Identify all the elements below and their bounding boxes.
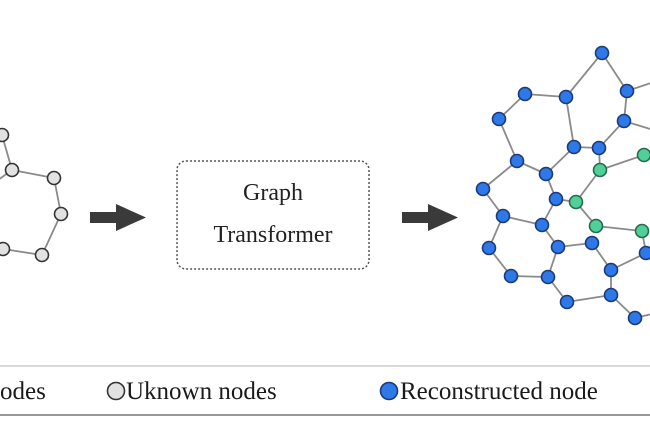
unknown-node [4, 162, 20, 178]
reconstructed-node [534, 217, 550, 233]
graph-edge [565, 96, 575, 148]
graph-edge [482, 160, 518, 190]
reconstructed-node [550, 239, 566, 255]
unknown-node [0, 241, 11, 257]
known-node [588, 218, 604, 234]
legend-item-unknown-label: Uknown nodes [126, 378, 277, 405]
reconstructed-node [594, 45, 610, 61]
reconstructed-node [619, 83, 635, 99]
known-node [634, 223, 650, 239]
reconstructed-node [559, 294, 575, 310]
arrow-to-output [402, 204, 458, 231]
graph-edge [595, 225, 643, 232]
reconstructed-node [517, 86, 533, 102]
reconstructed-node [509, 153, 525, 169]
unknown-node [34, 247, 50, 263]
box-label-line1: Graph [243, 180, 303, 206]
reconstructed-node [566, 139, 582, 155]
input-graph [0, 127, 69, 263]
reconstructed-node [491, 111, 507, 127]
graph-edge [566, 294, 612, 303]
reconstructed-node [558, 89, 574, 105]
reconstructed-node [638, 245, 650, 261]
graph-transformer-box: Graph Transformer [176, 160, 370, 270]
graph-edge [498, 118, 518, 162]
reconstructed-node [481, 240, 497, 256]
known-node [568, 194, 584, 210]
unknown-node [0, 127, 10, 143]
unknown-node-legend-icon [106, 381, 126, 401]
box-label-line2: Transformer [213, 222, 332, 248]
legend: odes Uknown nodes Reconstructed node [0, 365, 650, 416]
reconstructed-node [591, 140, 607, 156]
known-node [636, 147, 650, 163]
reconstructed-node [627, 310, 643, 326]
reconstructed-node-legend-icon [379, 381, 399, 401]
graph-edge [601, 52, 628, 92]
graph-edge [599, 154, 645, 171]
reconstructed-node [548, 191, 564, 207]
arrow-to-transformer [90, 204, 146, 231]
reconstructed-node [540, 269, 556, 285]
reconstructed-node [503, 268, 519, 284]
unknown-node [46, 170, 62, 186]
graph-edge [41, 213, 62, 256]
reconstructed-node [616, 113, 632, 129]
legend-item-known-label: odes [0, 378, 46, 405]
output-graph [475, 45, 650, 326]
reconstructed-node [603, 262, 619, 278]
legend-item-reconstructed-label: Reconstructed node [400, 378, 598, 405]
reconstructed-node [538, 166, 554, 182]
reconstructed-node [475, 181, 491, 197]
unknown-node [53, 206, 69, 222]
reconstructed-node [584, 235, 600, 251]
reconstructed-node [603, 287, 619, 303]
graph-edge [565, 52, 603, 98]
reconstructed-node [495, 208, 511, 224]
known-node [592, 162, 608, 178]
